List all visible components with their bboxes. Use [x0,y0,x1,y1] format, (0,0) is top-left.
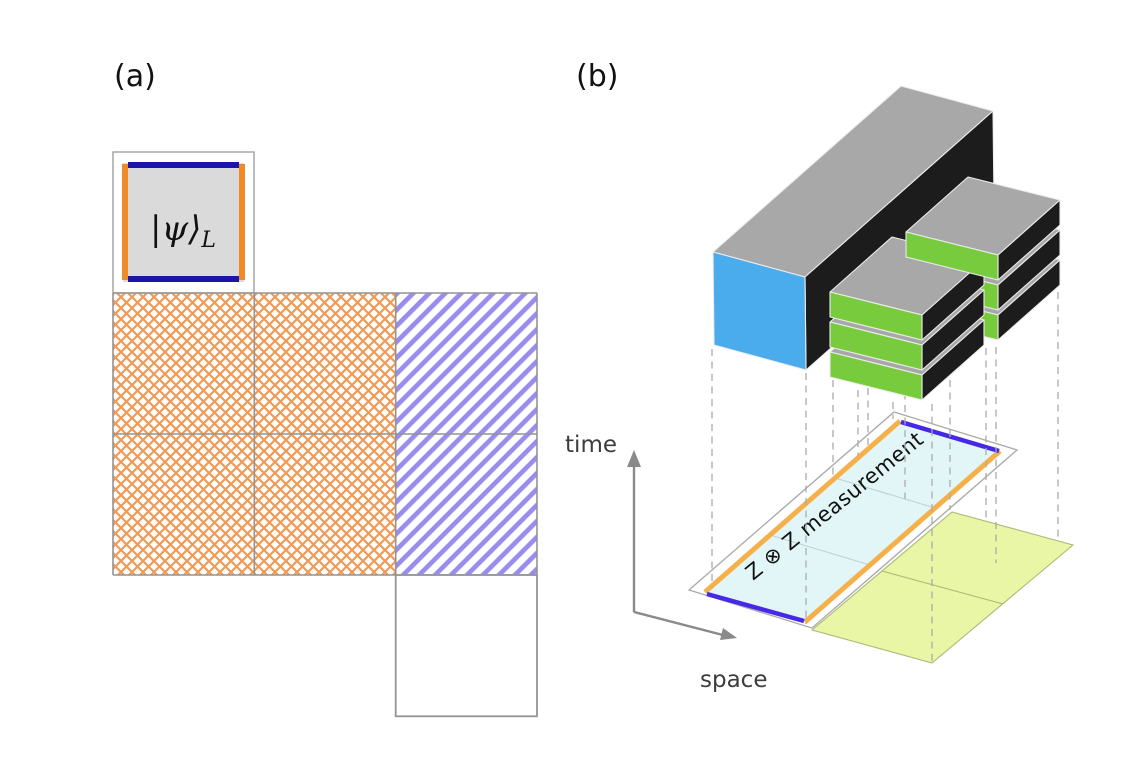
merge-strip [705,421,1000,622]
yellow-patch-divider [881,570,1004,605]
space-axis [633,610,724,637]
strip-cell-divider [834,477,936,509]
slab-front-face-green [905,231,999,281]
space-label: space [700,667,767,693]
right-slab-stack-top [905,176,1061,281]
tall-box-front-face-blue [712,251,807,371]
strip-edge-orange-left [703,419,902,594]
logical-patch [123,163,244,282]
time-label: time [565,432,617,458]
patch-edge-left-orange [122,164,128,280]
strip-cell-divider [769,534,871,566]
spacetime-axes: time space [565,432,767,693]
time-arrowhead-icon [627,450,641,467]
panel-b-label: (b) [576,59,618,94]
slab-front-face-green [829,291,923,341]
patch-edge-top-navy [128,162,239,168]
panel-b: (b) time space Z ⊗ Z measurement [565,59,1075,693]
slab-front-face-green [829,351,923,401]
strip-edge-blue-near [706,591,805,624]
panel-a-label: (a) [114,59,156,94]
slab-front-face-green [829,321,923,371]
grid-lines [112,292,538,576]
patch-edge-right-orange [239,164,245,280]
panel-a: (a) |ψ⟩L [112,59,538,718]
strip-edge-orange-right [803,449,1002,624]
projection-lines [711,292,1059,662]
empty-cell [394,574,538,718]
patch-edge-bottom-navy [128,276,239,282]
psi-label: |ψ⟩L [150,209,216,253]
space-arrowhead-icon [720,628,737,640]
floor-plane: Z ⊗ Z measurement [687,411,1075,664]
